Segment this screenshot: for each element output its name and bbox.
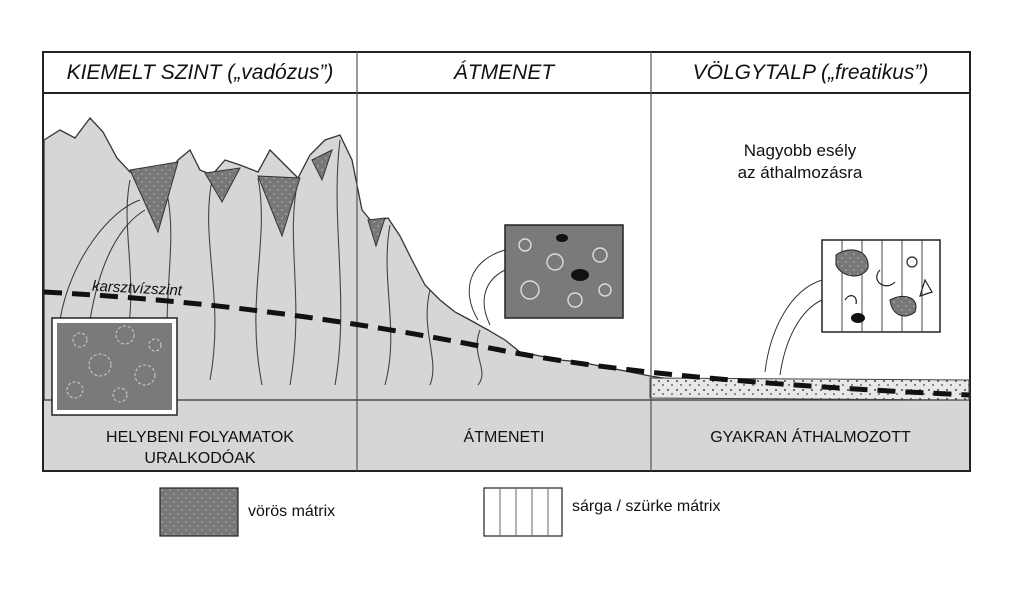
inset-vadose (51, 199, 178, 416)
legend-yellow-grey-swatch (483, 487, 563, 537)
right-note-line-2: az áthalmozásra (737, 163, 863, 182)
water-table-line (43, 289, 970, 398)
bottom-label-phreatic: GYAKRAN ÁTHALMOZOTT (710, 429, 911, 446)
legend-red-matrix-label: vörös mátrix (248, 503, 336, 520)
bottom-label-transition: ÁTMENETI (463, 429, 545, 446)
header-zone-transition: ÁTMENET (453, 61, 555, 84)
valley-sediment (649, 377, 970, 401)
inset-valley (764, 239, 941, 376)
bottom-label-vadose-2: URALKODÓAK (144, 450, 256, 467)
karst-fissures (124, 139, 483, 386)
bottom-label-vadose-1: HELYBENI FOLYAMATOK (106, 429, 294, 446)
red-matrix-pockets (129, 149, 386, 248)
inset-transition (468, 224, 624, 326)
header-zone-vadose: KIEMELT SZINT („vadózus”) (66, 61, 334, 84)
legend-yellow-grey-label: sárga / szürke mátrix (572, 498, 721, 515)
header-zone-phreatic: VÖLGYTALP („freatikus”) (692, 61, 929, 84)
right-note-line-1: Nagyobb esély (743, 141, 857, 160)
legend-red-matrix-swatch (159, 487, 239, 537)
